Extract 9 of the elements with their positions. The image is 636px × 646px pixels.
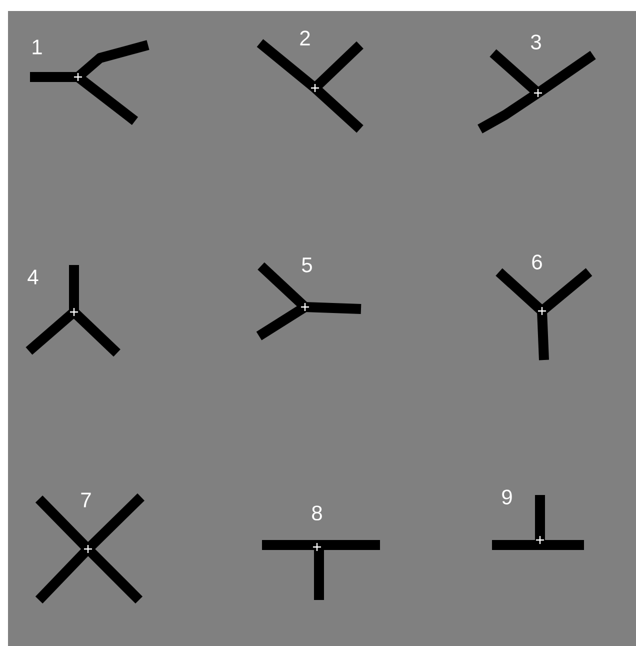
figure-number: 9	[502, 490, 512, 504]
figure-number: 5	[302, 258, 312, 272]
figure-number: 7	[81, 492, 91, 508]
figure-number: 4	[28, 270, 38, 284]
figure-number: 1	[32, 40, 42, 54]
figure-number: 8	[312, 506, 322, 520]
figure-number: 6	[532, 254, 542, 270]
figure-number: 3	[530, 34, 541, 50]
figure-number: 2	[300, 30, 310, 46]
